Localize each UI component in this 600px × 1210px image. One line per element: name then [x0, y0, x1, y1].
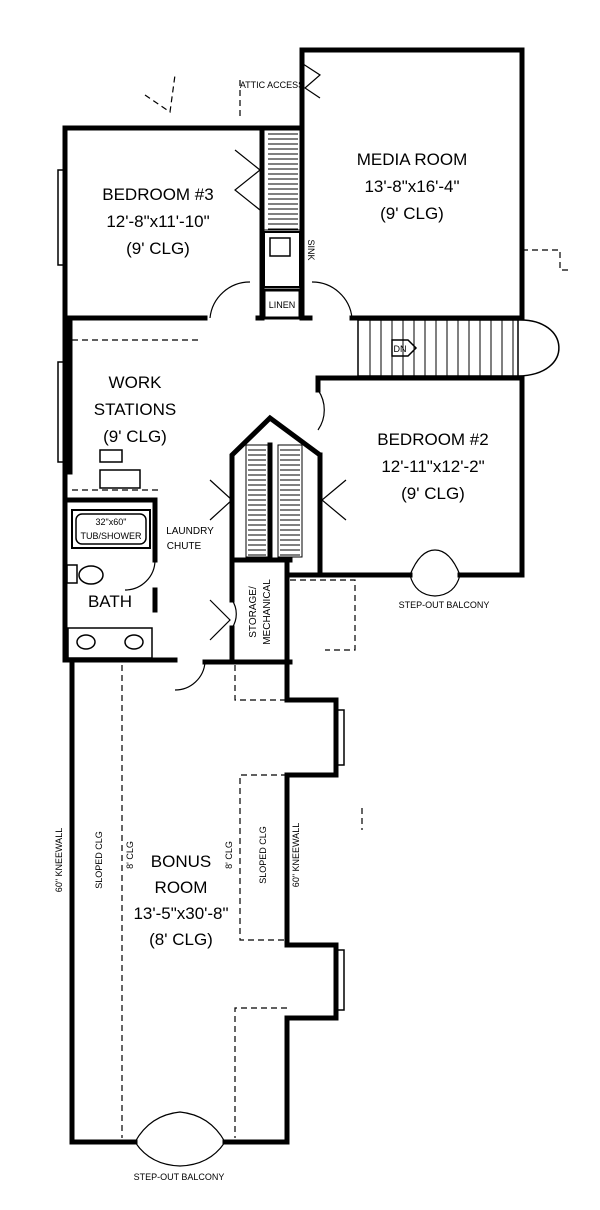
interior-walls: [62, 125, 525, 613]
doors: [124, 61, 461, 1167]
fixtures: [66, 237, 291, 659]
bedroom3-name: BEDROOM #3: [102, 185, 213, 204]
clg8-right-label: 8' CLG: [224, 841, 234, 869]
work-stations-line1: WORK: [109, 373, 163, 392]
windows: [57, 169, 345, 1011]
bonus-room-ceiling: (8' CLG): [149, 930, 213, 949]
media-room-size: 13'-8"x16'-4": [364, 177, 459, 196]
work-stations-ceiling: (9' CLG): [103, 427, 167, 446]
stair-down-label: DN: [394, 344, 407, 354]
media-room-name: MEDIA ROOM: [357, 150, 468, 169]
step-out-balcony-bottom: STEP-OUT BALCONY: [134, 1172, 225, 1182]
tub-shower-line2: TUB/SHOWER: [80, 531, 142, 541]
work-stations-line2: STATIONS: [94, 400, 177, 419]
bedroom2-name: BEDROOM #2: [377, 430, 488, 449]
clg8-left-label: 8' CLG: [125, 841, 135, 869]
media-room-ceiling: (9' CLG): [380, 204, 444, 223]
sink-label: SINK: [306, 239, 316, 260]
storage-line1: STORAGE/: [248, 586, 259, 638]
laundry-chute-line2: CHUTE: [167, 541, 202, 552]
attic-access-label: ATTIC ACCESS: [240, 80, 304, 90]
bedroom2-ceiling: (9' CLG): [401, 484, 465, 503]
linen-label: LINEN: [269, 300, 296, 310]
sloped-ceiling-lines: [121, 74, 572, 1138]
bonus-room-name1: BONUS: [151, 852, 211, 871]
sloped-clg-left-label: SLOPED CLG: [94, 831, 104, 889]
exterior-walls: [62, 47, 525, 1145]
bedroom2-size: 12'-11"x12'-2": [381, 457, 484, 476]
storage-line2: MECHANICAL: [262, 579, 273, 645]
closet-shelves: [245, 129, 303, 558]
bedroom3-ceiling: (9' CLG): [126, 239, 190, 258]
kneewall-right-label: 60" KNEEWALL: [291, 823, 301, 887]
sloped-clg-right-label: SLOPED CLG: [258, 826, 268, 884]
step-out-balcony-right: STEP-OUT BALCONY: [399, 600, 490, 610]
tub-shower-line1: 32"x60": [96, 517, 127, 527]
bonus-room-name2: ROOM: [155, 878, 208, 897]
laundry-chute-line1: LAUNDRY: [166, 526, 214, 537]
bonus-room-size: 13'-5"x30'-8": [133, 904, 228, 923]
staircase: [357, 319, 560, 377]
room-labels: ATTIC ACCESS MEDIA ROOM 13'-8"x16'-4" (9…: [54, 80, 489, 1182]
kneewall-left-label: 60" KNEEWALL: [54, 828, 64, 892]
bath-label: BATH: [88, 592, 132, 611]
bedroom3-size: 12'-8"x11'-10": [106, 212, 209, 231]
